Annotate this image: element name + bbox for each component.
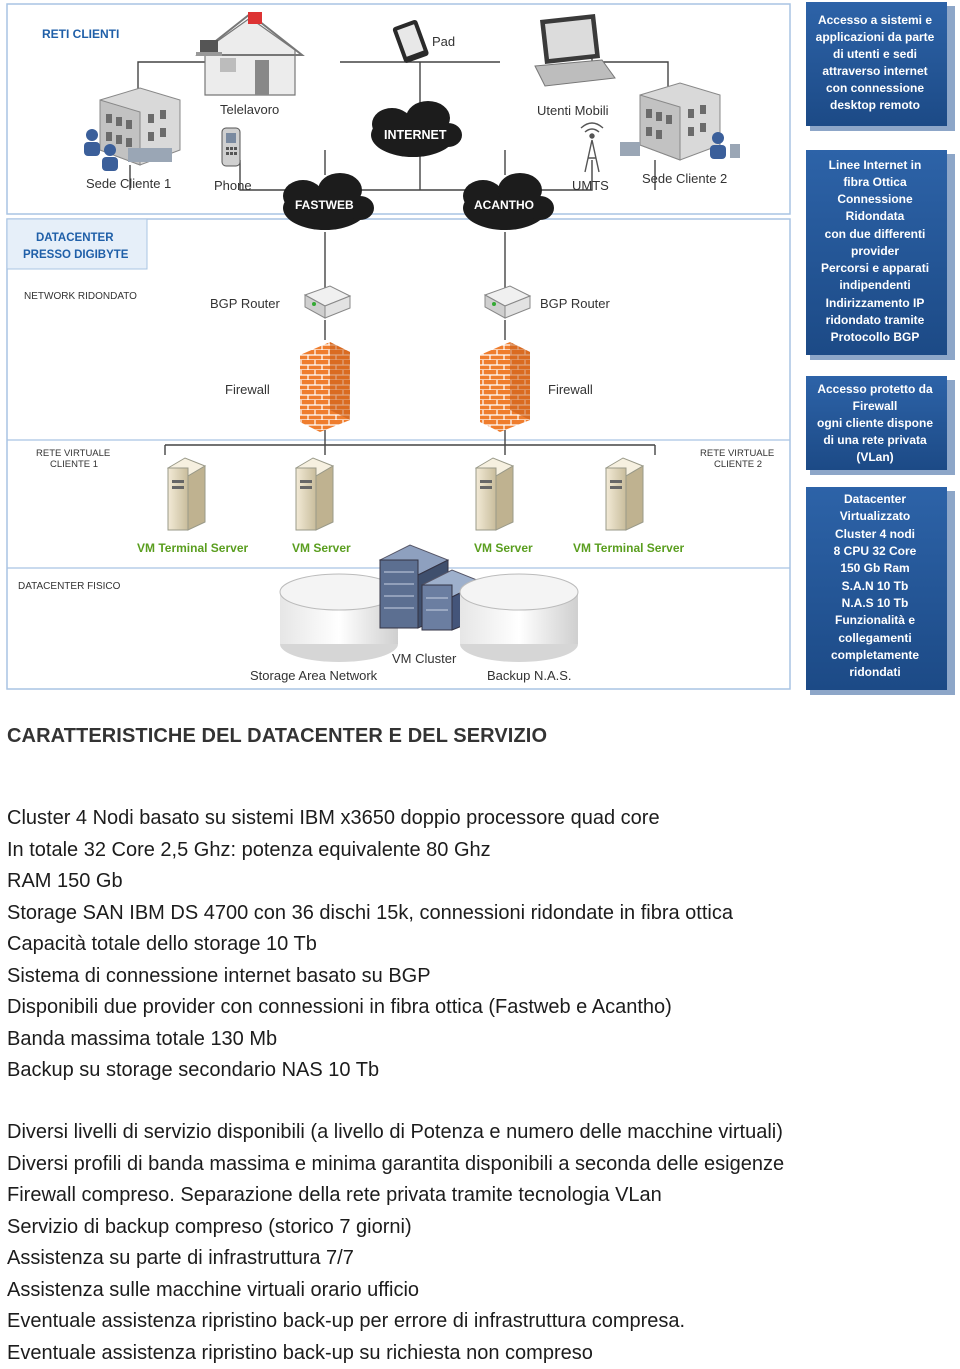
zone-label-datacenter-2: PRESSO DIGIBYTE xyxy=(23,249,129,261)
side-box-1-line-3: di utenti e sedi xyxy=(833,47,917,61)
side-box-1: Accesso a sistemi e applicazioni da part… xyxy=(806,2,955,131)
label-acantho: ACANTHO xyxy=(474,198,534,212)
side-box-4-line-9: collegamenti xyxy=(838,631,911,645)
side-box-2-line-2: fibra Ottica xyxy=(843,175,907,189)
label-cluster: VM Cluster xyxy=(392,651,457,666)
label-bgp2: BGP Router xyxy=(540,296,611,311)
firewall-2-icon xyxy=(480,342,530,432)
label-site2: Sede Cliente 2 xyxy=(642,171,727,186)
side-box-3-line-5: (VLan) xyxy=(856,450,893,464)
zone-label-vnet1-b: CLIENTE 1 xyxy=(50,459,98,470)
side-box-2-line-8: indipendenti xyxy=(839,278,910,292)
zone-label-vnet2-b: CLIENTE 2 xyxy=(714,459,762,470)
label-mobile-users: Utenti Mobili xyxy=(537,103,609,118)
service-line: Eventuale assistenza ripristino back-up … xyxy=(7,1306,784,1338)
side-box-4-line-3: Cluster 4 nodi xyxy=(835,527,915,541)
server-vm4-icon xyxy=(606,458,643,530)
side-box-1-line-5: con connessione xyxy=(826,81,924,95)
side-box-4-line-6: S.A.N 10 Tb xyxy=(842,579,909,593)
server-vm1-icon xyxy=(168,458,205,530)
side-box-2-line-1: Linee Internet in xyxy=(829,158,922,172)
spec-line: Capacità totale dello storage 10 Tb xyxy=(7,929,733,961)
side-box-4-line-4: 8 CPU 32 Core xyxy=(834,544,917,558)
side-box-1-line-2: applicazioni da parte xyxy=(816,30,935,44)
zone-label-vnet1-a: RETE VIRTUALE xyxy=(36,448,110,459)
side-box-1-line-6: desktop remoto xyxy=(830,98,920,112)
section-heading: CARATTERISTICHE DEL DATACENTER E DEL SER… xyxy=(7,725,547,748)
side-box-4-line-7: N.A.S 10 Tb xyxy=(842,596,909,610)
spec-line: RAM 150 Gb xyxy=(7,866,733,898)
side-box-2-line-3: Connessione xyxy=(837,192,913,206)
spec-line: Backup su storage secondario NAS 10 Tb xyxy=(7,1055,733,1087)
side-box-3-line-3: ogni cliente dispone xyxy=(817,416,933,430)
spec-line: Storage SAN IBM DS 4700 con 36 dischi 15… xyxy=(7,898,733,930)
service-line: Assistenza sulle macchine virtuali orari… xyxy=(7,1275,784,1307)
server-vm3-icon xyxy=(476,458,513,530)
label-umts: UMTS xyxy=(572,178,609,193)
side-box-3-line-1: Accesso protetto da xyxy=(817,382,933,396)
label-fw2: Firewall xyxy=(548,382,593,397)
side-box-2-line-9: Indirizzamento IP xyxy=(826,296,925,310)
side-box-4-line-11: ridondati xyxy=(849,665,900,679)
label-internet: INTERNET xyxy=(384,128,447,142)
service-line: Firewall compreso. Separazione della ret… xyxy=(7,1180,784,1212)
firewall-1-icon xyxy=(300,342,350,432)
label-telework: Telelavoro xyxy=(220,102,279,117)
side-box-1-line-1: Accesso a sistemi e xyxy=(818,13,932,27)
side-box-4-line-2: Virtualizzato xyxy=(840,509,910,523)
service-line: Diversi livelli di servizio disponibili … xyxy=(7,1117,784,1149)
zone-label-network: NETWORK RIDONDATO xyxy=(24,291,137,302)
zone-label-vnet2-a: RETE VIRTUALE xyxy=(700,448,774,459)
service-line: Eventuale assistenza ripristino back-up … xyxy=(7,1338,784,1369)
spec-line: Cluster 4 Nodi basato su sistemi IBM x36… xyxy=(7,803,733,835)
side-box-2-line-6: provider xyxy=(851,244,899,258)
spec-line: In totale 32 Core 2,5 Ghz: potenza equiv… xyxy=(7,835,733,867)
datacenter-tab xyxy=(7,219,147,269)
office-building-2-icon xyxy=(640,83,720,160)
nas-storage-icon xyxy=(460,574,578,662)
service-line: Assistenza su parte di infrastruttura 7/… xyxy=(7,1243,784,1275)
side-box-4: Datacenter Virtualizzato Cluster 4 nodi … xyxy=(806,487,955,695)
spec-line: Sistema di connessione internet basato s… xyxy=(7,961,733,993)
side-box-3-line-4: di una rete privata xyxy=(823,433,927,447)
side-box-2-line-11: Protocollo BGP xyxy=(831,330,920,344)
side-box-2-line-5: con due differenti xyxy=(825,227,926,241)
side-box-4-line-1: Datacenter xyxy=(844,492,906,506)
side-box-4-line-10: completamente xyxy=(831,648,919,662)
spec-line: Disponibili due provider con connessioni… xyxy=(7,992,733,1024)
server-vm2-icon xyxy=(296,458,333,530)
zone-label-datacenter-1: DATACENTER xyxy=(36,232,114,244)
side-box-2-line-7: Percorsi e apparati xyxy=(821,261,929,275)
label-fastweb: FASTWEB xyxy=(295,198,354,212)
side-box-2-line-10: ridondato tramite xyxy=(826,313,925,327)
label-site1: Sede Cliente 1 xyxy=(86,176,171,191)
network-diagram: RETI CLIENTI DATACENTER PRESSO DIGIBYTE … xyxy=(0,0,960,700)
label-vm2: VM Server xyxy=(292,541,351,555)
service-line: Diversi profili di banda massima e minim… xyxy=(7,1149,784,1181)
phone-icon xyxy=(222,128,240,166)
specs-list-hardware: Cluster 4 Nodi basato su sistemi IBM x36… xyxy=(7,803,733,1087)
side-box-4-line-8: Funzionalità e xyxy=(835,613,915,627)
zone-label-physical: DATACENTER FISICO xyxy=(18,581,121,592)
service-line: Servizio di backup compreso (storico 7 g… xyxy=(7,1212,784,1244)
zone-label-client-networks: RETI CLIENTI xyxy=(42,27,119,41)
side-box-1-line-4: attraverso internet xyxy=(822,64,927,78)
side-box-2-line-4: Ridondata xyxy=(846,209,905,223)
specs-list-service: Diversi livelli di servizio disponibili … xyxy=(7,1117,784,1369)
label-pad: Pad xyxy=(432,34,455,49)
label-phone: Phone xyxy=(214,178,252,193)
label-vm3: VM Server xyxy=(474,541,533,555)
label-san: Storage Area Network xyxy=(250,668,378,683)
label-vm1: VM Terminal Server xyxy=(137,541,248,555)
label-nas: Backup N.A.S. xyxy=(487,668,572,683)
side-box-2: Linee Internet in fibra Ottica Connessio… xyxy=(806,150,955,360)
spec-line: Banda massima totale 130 Mb xyxy=(7,1024,733,1056)
label-fw1: Firewall xyxy=(225,382,270,397)
side-box-3: Accesso protetto da Firewall ogni client… xyxy=(806,376,955,475)
side-box-3-line-2: Firewall xyxy=(853,399,898,413)
label-bgp1: BGP Router xyxy=(210,296,281,311)
side-box-4-line-5: 150 Gb Ram xyxy=(840,561,909,575)
label-vm4: VM Terminal Server xyxy=(573,541,684,555)
